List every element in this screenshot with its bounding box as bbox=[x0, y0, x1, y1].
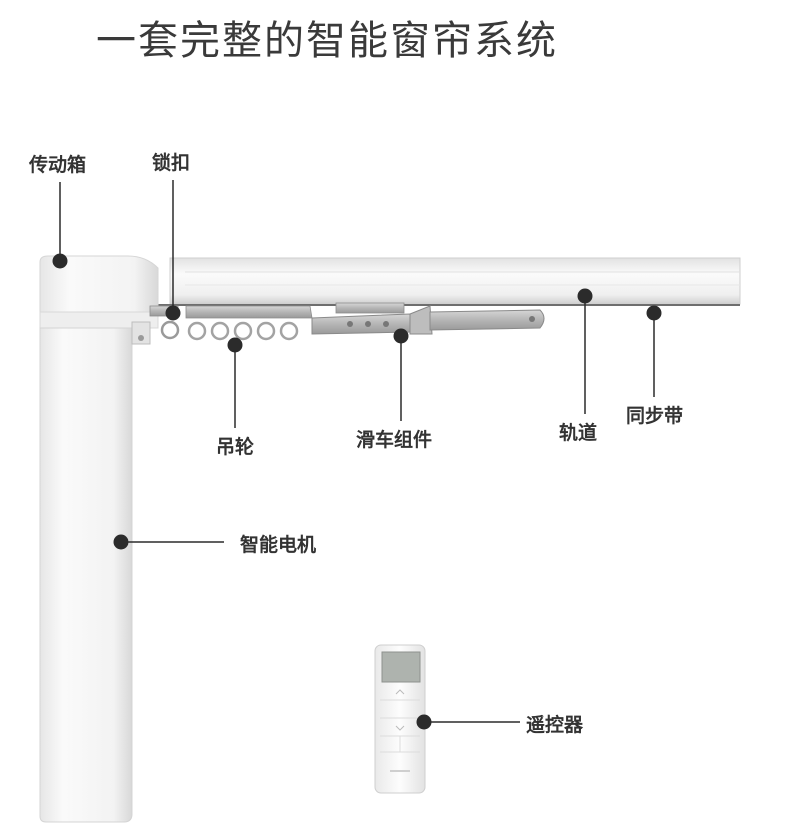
label-sync-belt: 同步带 bbox=[626, 405, 684, 427]
label-hanging-wheels: 吊轮 bbox=[216, 436, 255, 458]
track bbox=[150, 257, 741, 306]
leader-lines bbox=[52, 180, 662, 730]
label-drive-box: 传动箱 bbox=[29, 154, 87, 176]
pulley-assembly bbox=[311, 302, 545, 335]
label-track: 轨道 bbox=[559, 422, 598, 444]
label-pulley-assembly: 滑车组件 bbox=[356, 429, 433, 451]
label-remote: 遥控器 bbox=[526, 714, 584, 736]
hanging-wheels bbox=[185, 305, 313, 341]
label-smart-motor: 智能电机 bbox=[240, 534, 317, 556]
page-title: 一套完整的智能窗帘系统 bbox=[96, 18, 558, 64]
label-lock-clip: 锁扣 bbox=[152, 152, 191, 174]
motor-assembly bbox=[39, 255, 159, 823]
remote-control bbox=[374, 644, 426, 794]
